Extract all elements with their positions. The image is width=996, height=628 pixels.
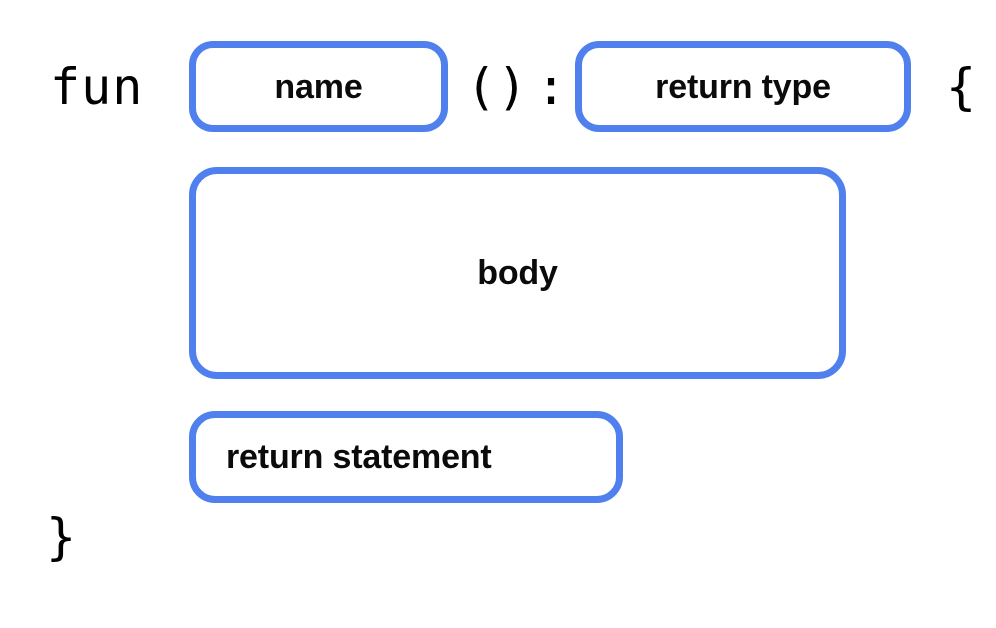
open-brace-token: { [946, 58, 978, 116]
keyword-fun-token: fun [50, 58, 144, 116]
slot-return-statement[interactable]: return statement [189, 411, 623, 503]
colon-token: : [536, 58, 568, 116]
slot-body[interactable]: body [189, 167, 846, 379]
slot-name-label: name [274, 67, 363, 106]
slot-return-type-label: return type [655, 67, 831, 106]
slot-return-type[interactable]: return type [575, 41, 911, 132]
slot-name[interactable]: name [189, 41, 448, 132]
parameter-parentheses-token: () [466, 58, 529, 116]
close-brace-token: } [46, 508, 78, 566]
slot-return-statement-label: return statement [226, 438, 492, 476]
slot-body-label: body [477, 254, 558, 292]
